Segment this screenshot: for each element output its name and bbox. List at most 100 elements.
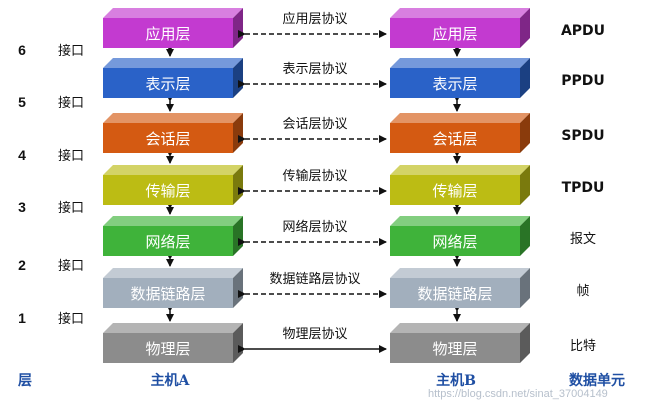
block-side-face [520,8,530,48]
layer-block-b-7: 物理层 [390,323,530,363]
block-front-face [103,68,233,98]
block-top-face [390,323,530,333]
block-side-face [520,323,530,363]
block-side-face [520,113,530,153]
block-front-face [390,123,520,153]
data-unit-3: SPDU [561,128,604,144]
layer-name-a-4: 传输层 [145,182,190,200]
block-top-face [103,8,243,18]
layer-block-a-7: 物理层 [103,323,243,363]
protocol-label-2: 表示层协议 [282,62,347,77]
layer-block-b-2: 表示层 [390,58,530,98]
layer-block-a-5: 网络层 [103,216,243,256]
interface-label-3: 接口 [58,200,84,216]
interface-number-5: 5 [18,94,26,110]
block-top-face [390,113,530,123]
protocol-label-1: 应用层协议 [282,11,347,27]
block-top-face [390,8,530,18]
block-front-face [103,123,233,153]
block-top-face [103,165,243,175]
block-top-face [390,165,530,175]
block-top-face [103,323,243,333]
block-front-face [103,226,233,256]
block-side-face [233,216,243,256]
block-top-face [103,113,243,123]
block-front-face [103,278,233,308]
block-front-face [390,68,520,98]
layer-name-b-5: 网络层 [432,233,477,251]
block-front-face [390,226,520,256]
layer-name-b-2: 表示层 [432,75,477,93]
block-top-face [390,216,530,226]
block-side-face [233,165,243,205]
data-unit-7: 比特 [570,339,596,354]
protocol-label-3: 会话层协议 [282,117,347,132]
layer-name-b-1: 应用层 [432,25,477,43]
interface-number-4: 4 [18,147,26,163]
interface-number-2: 2 [18,257,26,273]
block-front-face [103,333,233,363]
layer-name-b-6: 数据链路层 [417,285,492,303]
protocol-label-5: 网络层协议 [282,219,347,235]
block-top-face [103,268,243,278]
block-side-face [233,8,243,48]
block-front-face [390,278,520,308]
host-b-label: 主机B [436,372,476,389]
layer-name-a-3: 会话层 [145,130,190,148]
block-side-face [233,58,243,98]
block-side-face [233,323,243,363]
layer-name-a-7: 物理层 [145,340,190,358]
block-top-face [390,268,530,278]
block-top-face [390,58,530,68]
interface-label-4: 接口 [58,148,84,164]
block-side-face [520,58,530,98]
block-side-face [520,216,530,256]
data-unit-header: 数据单元 [569,372,625,389]
watermark: https://blog.csdn.net/sinat_37004149 [428,388,608,400]
protocol-label-4: 传输层协议 [282,168,347,184]
block-side-face [233,268,243,308]
interface-label-1: 接口 [58,311,84,327]
layer-name-a-5: 网络层 [145,233,190,251]
layer-block-b-3: 会话层 [390,113,530,153]
layer-block-b-4: 传输层 [390,165,530,205]
layer-axis-label: 层 [18,373,32,389]
layer-name-b-7: 物理层 [432,340,477,358]
data-unit-6: 帧 [576,284,589,299]
block-front-face [103,175,233,205]
interface-label-5: 接口 [58,95,84,111]
layer-block-b-5: 网络层 [390,216,530,256]
interface-label-2: 接口 [58,258,84,274]
interface-number-1: 1 [18,310,26,326]
block-top-face [103,216,243,226]
layer-block-b-1: 应用层 [390,8,530,48]
layer-name-b-4: 传输层 [432,182,477,200]
layer-name-a-6: 数据链路层 [130,285,205,303]
layer-block-a-6: 数据链路层 [103,268,243,308]
interface-number-6: 6 [18,42,26,58]
data-unit-1: APDU [561,23,605,39]
protocol-label-7: 物理层协议 [282,327,347,342]
layer-block-b-6: 数据链路层 [390,268,530,308]
block-side-face [520,165,530,205]
block-front-face [390,175,520,205]
block-front-face [103,18,233,48]
block-side-face [520,268,530,308]
layer-block-a-1: 应用层 [103,8,243,48]
interface-number-3: 3 [18,199,26,215]
data-unit-5: 报文 [570,232,596,247]
layer-name-a-2: 表示层 [145,75,190,93]
layer-block-a-3: 会话层 [103,113,243,153]
data-unit-4: TPDU [562,180,605,196]
layer-block-a-4: 传输层 [103,165,243,205]
block-side-face [233,113,243,153]
layer-name-a-1: 应用层 [145,25,190,43]
block-top-face [103,58,243,68]
block-front-face [390,18,520,48]
host-a-label: 主机A [151,372,191,389]
data-unit-2: PPDU [561,73,605,89]
layer-name-b-3: 会话层 [432,130,477,148]
block-front-face [390,333,520,363]
layer-block-a-2: 表示层 [103,58,243,98]
